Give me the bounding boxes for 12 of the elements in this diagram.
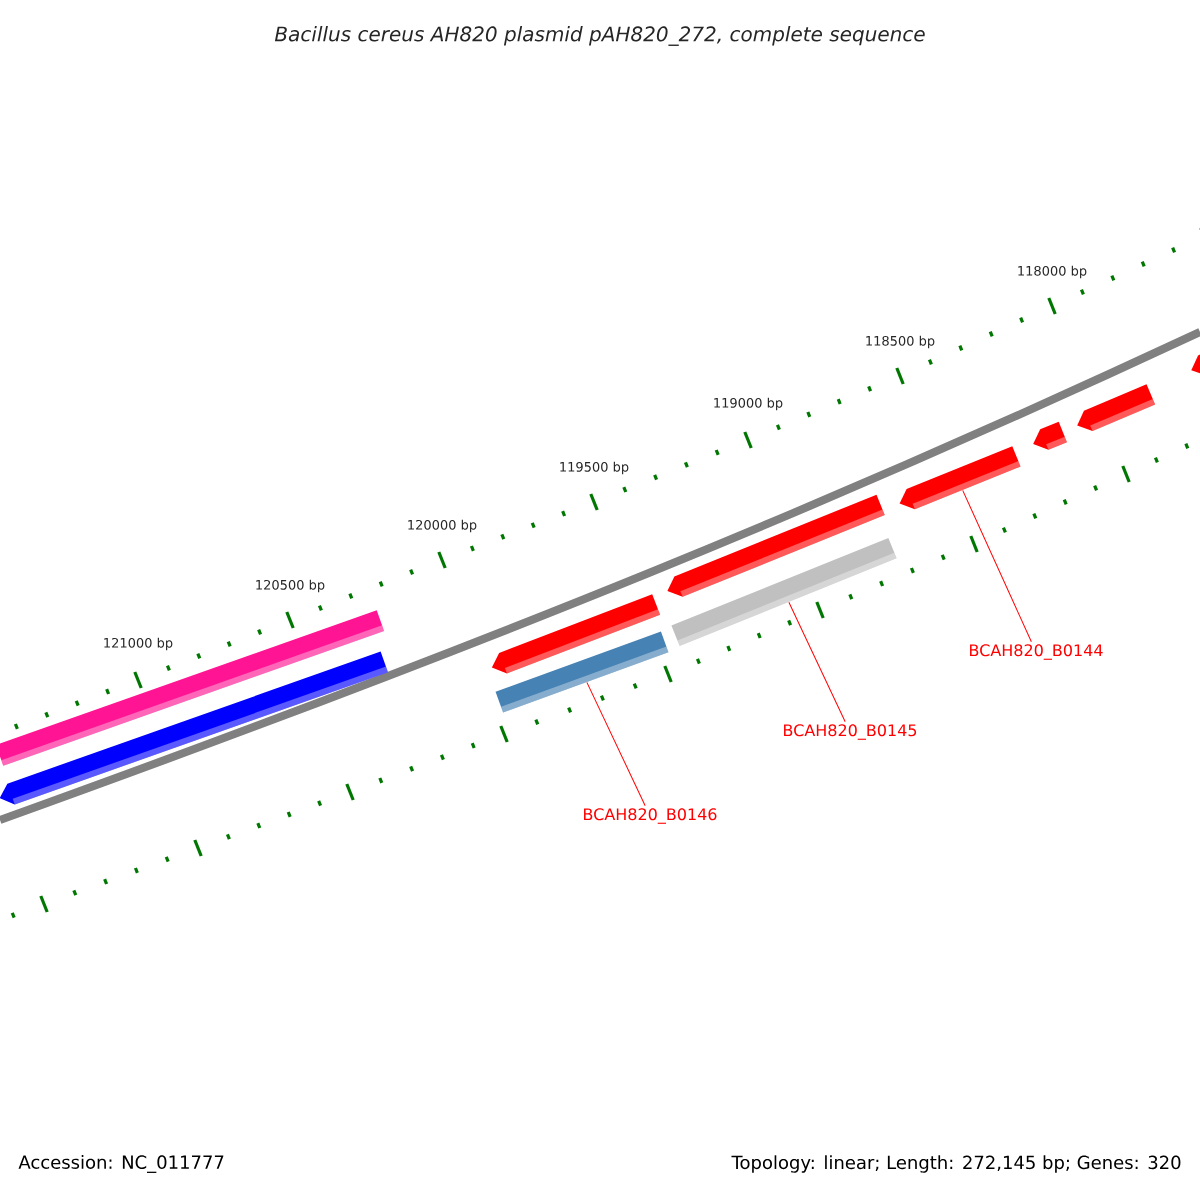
gene-bar bbox=[899, 446, 1021, 510]
leader-line bbox=[586, 681, 646, 807]
accession-text: Accession: NC_011777 bbox=[18, 1155, 224, 1173]
gene-bar bbox=[671, 537, 897, 646]
summary-text: Topology: linear; Length: 272,145 bp; Genes: 320 bbox=[731, 1155, 1181, 1173]
gene-label: BCAH820_B0146 bbox=[584, 808, 717, 824]
leader-line bbox=[788, 601, 846, 723]
title: Bacillus cereus AH820 plasmid pAH820_272, complete sequence bbox=[274, 26, 925, 46]
gene-bar bbox=[495, 631, 669, 713]
gene-label: BCAH820_B0145 bbox=[784, 724, 917, 740]
leader-line bbox=[962, 489, 1032, 643]
gene-label: BCAH820_B0144 bbox=[970, 644, 1103, 660]
